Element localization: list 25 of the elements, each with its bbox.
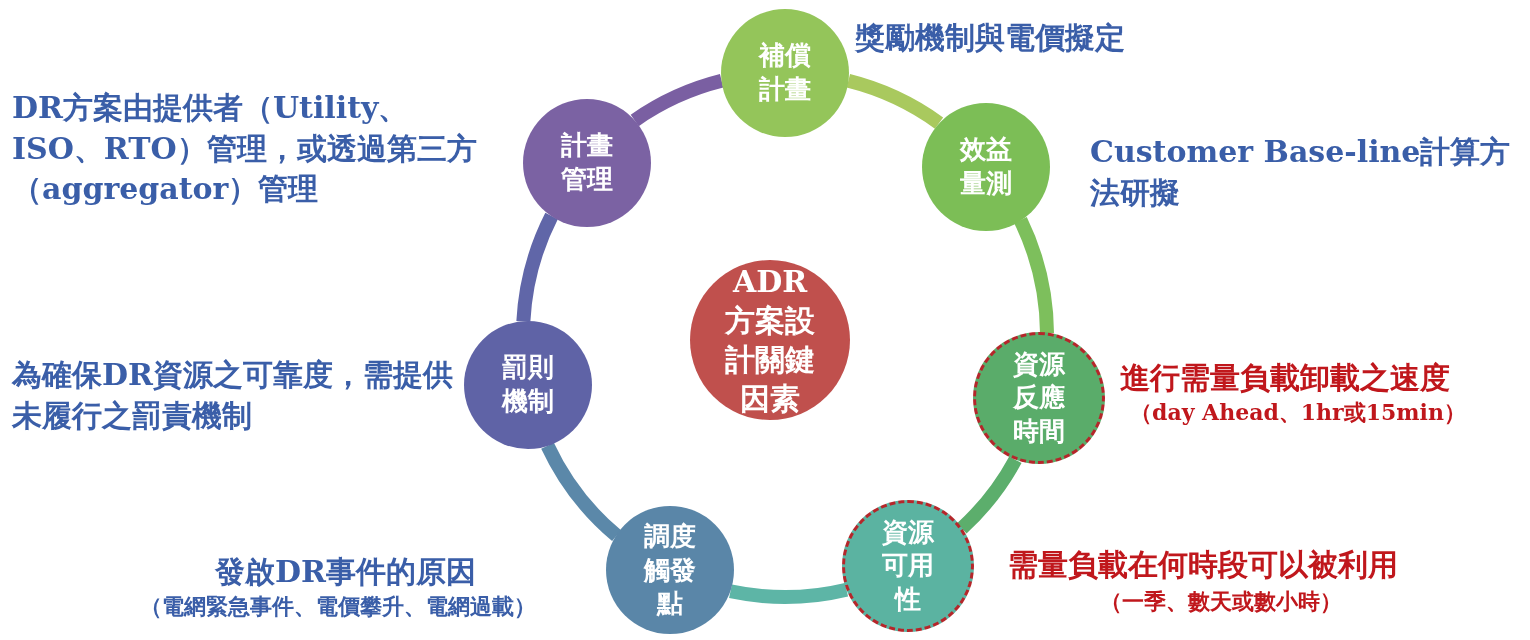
note-text: （電網緊急事件、電價攀升、電網過載）: [140, 592, 536, 621]
node-label: 效益量測: [958, 132, 1013, 200]
connector-arc: [846, 74, 943, 129]
description-text: DR方案由提供者（Utility、ISO、RTO）管理，或透過第三方（aggregator）管理: [12, 89, 478, 208]
description-text: 進行需量負載卸載之速度: [1120, 359, 1450, 397]
connector-arc: [729, 582, 848, 604]
connector-arc: [630, 74, 724, 127]
description-text: Customer Base-line計算方法研擬: [1090, 133, 1512, 212]
connector-arc: [956, 456, 1022, 534]
node-label: 資源反應時間: [1012, 347, 1067, 449]
connector-arc: [516, 213, 558, 323]
node-label: 計畫管理: [560, 129, 615, 197]
node-label: 補償計畫: [757, 39, 812, 106]
node-label: 罰則機制: [500, 351, 555, 418]
connector-arc: [541, 442, 622, 541]
note-text: （day Ahead、1hr或15min）: [1130, 398, 1466, 427]
description-text: 發啟DR事件的原因: [215, 553, 476, 591]
node-label: 資源可用性: [881, 515, 935, 617]
description-text: 需量負載在何時段可以被利用: [1008, 546, 1398, 584]
node-label: ADR方案設計關鍵因素: [724, 263, 816, 418]
node-label: 調度觸發點: [642, 519, 698, 621]
note-text: （一季、數天或數小時）: [1100, 587, 1342, 616]
description-text: 獎勵機制與電價擬定: [855, 19, 1125, 57]
connector-arc: [1014, 217, 1054, 334]
description-text: 為確保DR資源之可靠度，需提供未履行之罰責機制: [12, 356, 454, 435]
